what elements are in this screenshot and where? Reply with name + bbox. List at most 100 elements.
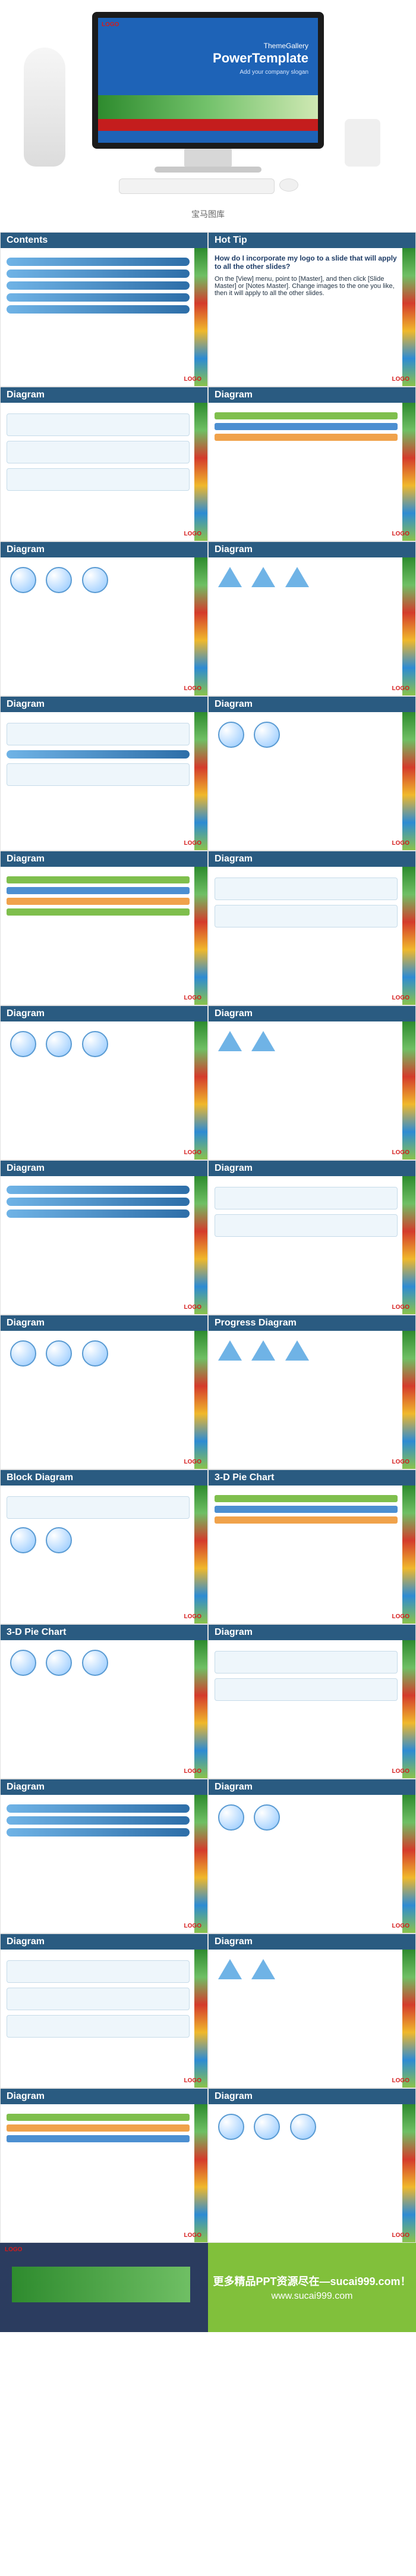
footer-right: 更多精品PPT资源尽在—sucai999.com！ www.sucai999.c… <box>208 2243 416 2332</box>
slide-body <box>215 873 398 991</box>
pill-bar <box>7 750 190 759</box>
right-color-bar <box>194 248 207 386</box>
slide-body <box>7 873 190 991</box>
slide-body <box>7 409 190 527</box>
right-color-bar <box>194 1795 207 1933</box>
footer-left: LOGO <box>0 2243 208 2332</box>
logo-text: LOGO <box>102 21 119 28</box>
diagram-triangle <box>218 567 242 587</box>
slide-body <box>215 1491 398 1609</box>
slide-logo: LOGO <box>184 1923 201 1929</box>
diagram-circle <box>81 1340 108 1367</box>
mouse <box>279 178 298 192</box>
vase-image <box>24 48 65 167</box>
right-color-bar <box>402 1950 415 2088</box>
diagram-circle <box>218 2114 244 2140</box>
footer-promo-line1: 更多精品PPT资源尽在—sucai999.com！ <box>213 2276 411 2287</box>
diagram-circle <box>218 1804 244 1831</box>
slide-logo: LOGO <box>184 1149 201 1156</box>
slide-tile: Hot Tip How do I incorporate my logo to … <box>208 232 416 387</box>
right-color-bar <box>402 1640 415 1778</box>
pill-bar <box>7 269 190 278</box>
footer-logo: LOGO <box>5 2246 23 2253</box>
slide-header: Diagram <box>1 1315 207 1331</box>
diagram-box <box>215 1651 398 1674</box>
hero-subtitle-1: ThemeGallery <box>263 42 308 50</box>
right-color-bar <box>194 867 207 1005</box>
diagram-box <box>7 413 190 436</box>
slide-logo: LOGO <box>184 1613 201 1620</box>
right-color-bar <box>194 1176 207 1314</box>
slide-header: Diagram <box>1 2089 207 2104</box>
slide-header: Diagram <box>209 697 415 712</box>
slide-header: Diagram <box>209 2089 415 2104</box>
slide-logo: LOGO <box>392 531 409 537</box>
diagram-circle <box>289 2114 316 2140</box>
slide-header: Hot Tip <box>209 233 415 248</box>
footer: LOGO 更多精品PPT资源尽在—sucai999.com！ www.sucai… <box>0 2243 416 2332</box>
diagram-triangle <box>251 1031 276 1051</box>
diagram-circle <box>46 1650 73 1676</box>
slide-logo: LOGO <box>392 376 409 383</box>
pill-bar <box>7 281 190 290</box>
slide-tile: Diagram LOGO <box>0 851 208 1005</box>
slide-tile: Diagram LOGO <box>208 851 416 1005</box>
diagram-box <box>7 2015 190 2038</box>
diagram-circle <box>254 2114 281 2140</box>
slide-header: Diagram <box>1 387 207 403</box>
slide-tile: Diagram LOGO <box>0 1005 208 1160</box>
diagram-triangle <box>251 567 276 587</box>
diagram-circle <box>254 722 281 748</box>
slide-tile: Diagram LOGO <box>0 387 208 541</box>
diagram-circle <box>46 1340 73 1367</box>
slide-tile: Diagram LOGO <box>0 2088 208 2243</box>
slide-logo: LOGO <box>392 1768 409 1775</box>
diagram-circle <box>10 1031 36 1057</box>
diagram-circle <box>218 722 244 748</box>
slide-logo: LOGO <box>184 376 201 383</box>
diagram-box <box>7 1988 190 2010</box>
diagram-bar <box>7 2124 190 2132</box>
right-color-bar <box>402 712 415 850</box>
slide-tile: Diagram LOGO <box>208 387 416 541</box>
diagram-bar <box>215 1506 398 1513</box>
slide-header: Diagram <box>1 542 207 557</box>
diagram-bar <box>7 876 190 883</box>
slide-header: Block Diagram <box>1 1470 207 1486</box>
slide-tile: Diagram LOGO <box>208 541 416 696</box>
diagram-circle <box>46 1527 73 1553</box>
slide-body <box>215 1337 398 1455</box>
slide-logo: LOGO <box>184 840 201 847</box>
pill-bar <box>7 1209 190 1218</box>
diagram-bar <box>215 423 398 430</box>
pill-bar <box>7 1828 190 1837</box>
diagram-triangle <box>251 1340 276 1361</box>
diagram-box <box>215 1214 398 1237</box>
slide-tile: Diagram LOGO <box>0 1315 208 1469</box>
slide-logo: LOGO <box>392 1923 409 1929</box>
right-color-bar <box>194 1486 207 1624</box>
slide-header: Diagram <box>209 1161 415 1176</box>
monitor: LOGO ThemeGallery PowerTemplate Add your… <box>92 12 324 149</box>
slide-tile: Diagram LOGO <box>208 1624 416 1779</box>
slide-logo: LOGO <box>184 1304 201 1311</box>
slide-header: Progress Diagram <box>209 1315 415 1331</box>
diagram-box <box>7 1496 190 1519</box>
slide-body <box>7 1646 190 1764</box>
pill-bar <box>7 1804 190 1813</box>
slide-tile: Diagram LOGO <box>0 1160 208 1315</box>
diagram-box <box>7 468 190 491</box>
slide-tile: 3-D Pie Chart LOGO <box>0 1624 208 1779</box>
right-color-bar <box>402 1021 415 1159</box>
diagram-circle <box>81 1031 108 1057</box>
diagram-circle <box>254 1804 281 1831</box>
slide-header: Diagram <box>209 851 415 867</box>
slide-header: Diagram <box>1 851 207 867</box>
slide-header: Diagram <box>1 1006 207 1021</box>
diagram-circle <box>10 1650 36 1676</box>
slide-header: 3-D Pie Chart <box>209 1470 415 1486</box>
diagram-triangle <box>218 1031 242 1051</box>
slide-tile: Block Diagram LOGO <box>0 1469 208 1624</box>
diagram-bar <box>7 898 190 905</box>
diagram-box <box>215 905 398 927</box>
